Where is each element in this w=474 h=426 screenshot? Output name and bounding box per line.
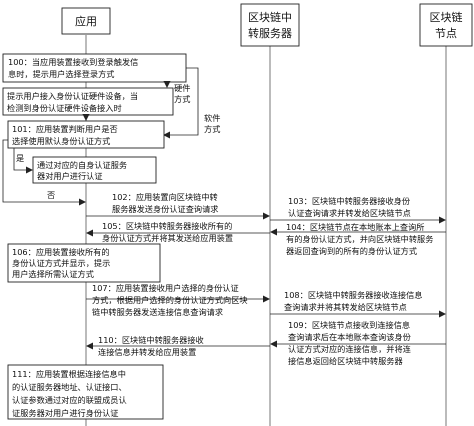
step-107-line: 方式，根据用户选择的身份认证方式向区块 [92, 295, 248, 305]
node-header: 区块链 节点 [419, 3, 473, 47]
step-106-line: 身份认证方式并显示，提示 [12, 258, 110, 268]
software-label: 方式 [204, 124, 220, 134]
step-104-line: 104：区块链节点在本地账本上查询所 [286, 222, 424, 232]
step-102-line: 服务器发送身份认证查询请求 [112, 204, 218, 214]
hardware-label: 方式 [174, 94, 190, 104]
step-106-box: 106：应用装置接收所有的 身份认证方式并显示，提示 用户选择所需认证方式 [7, 243, 161, 283]
yes-arrow [13, 148, 33, 174]
step-111-box: 111：应用装置根据连接信息中 的认证服务器地址、认证接口、 认证参数通过对应的… [7, 364, 164, 420]
step-yes-line: 通过对应的自身认证服务 [37, 160, 127, 170]
software-label: 软件 [204, 113, 220, 123]
step-107-line: 链中转服务器发送连接信息查询请求 [92, 307, 223, 317]
yes-label: 是 [16, 153, 24, 163]
step-107-line: 107：应用装置接收用户选择的身份认证 [92, 283, 239, 293]
step-108-line: 查询请求并将其转发给区块链节点 [284, 302, 407, 312]
step-111-line: 认证参数通过对应的联盟成员认 [12, 395, 127, 405]
step-hardware-box: 提示用户接入身份认证硬件设备，当 检测到身份认证硬件设备接入时 [2, 87, 174, 116]
step-109-line: 认证方式对应的连接信息，并将连 [288, 344, 411, 354]
step-110-line: 连接信息并转发给应用装置 [98, 347, 196, 357]
step-hardware-line: 提示用户接入身份认证硬件设备，当 [7, 91, 138, 101]
step-hardware-line: 检测到身份认证硬件设备接入时 [7, 103, 122, 113]
step-106-line: 106：应用装置接收所有的 [12, 247, 110, 257]
node-header-line2: 节点 [435, 27, 457, 40]
hardware-label: 硬件 [174, 83, 190, 93]
step-111-line: 的认证服务器地址、认证接口、 [12, 382, 127, 392]
software-arrow [163, 67, 199, 139]
app-header: 应用 [61, 7, 111, 35]
node-header-line1: 区块链 [430, 10, 463, 24]
step-101-box: 101：应用装置判断用户是否 选择使用默认身份认证方式 [7, 120, 165, 149]
step-100-line: 100：当应用装置接收到登录触发信 [8, 57, 138, 67]
step-101-line: 101：应用装置判断用户是否 [12, 124, 118, 134]
server-header: 区块链中 转服务器 [240, 3, 300, 47]
step-yes-line: 器对用户进行认证 [37, 171, 103, 181]
step-106-line: 用户选择所需认证方式 [12, 269, 94, 279]
no-label: 否 [47, 190, 55, 200]
step-103-line: 认证查询请求并转发给区块链节点 [288, 208, 411, 218]
step-104-line: 有的身份认证方式，并向区块链中转服务 [286, 234, 433, 244]
step-103-line: 103：区块链中转服务器接收身份 [288, 196, 410, 206]
server-header-line1: 区块链中 [248, 10, 292, 24]
step-111-line: 证服务器对用户进行身份认证 [12, 408, 118, 418]
server-header-line2: 转服务器 [248, 26, 292, 40]
step-109-line: 接信息返回给区块链中转服务器 [288, 356, 403, 366]
step-105-line: 105：区块链中转服务器接收所有的 [102, 221, 232, 231]
step-100-box: 100：当应用装置接收到登录触发信 息时，提示用户选择登录方式 [2, 53, 187, 83]
step-102-line: 102：应用装置向区块链中转 [112, 192, 218, 202]
step-109-line: 109：区块链节点接收到连接信息 [288, 320, 410, 330]
step-101-line: 选择使用默认身份认证方式 [12, 136, 110, 146]
step-110-line: 110：区块链中转服务器接收 [98, 335, 204, 345]
step-104-line: 器返回查询到的所有的身份认证方式 [286, 246, 417, 256]
step-111-line: 111：应用装置根据连接信息中 [12, 369, 126, 379]
no-arrow [2, 139, 86, 206]
app-header-label: 应用 [75, 14, 97, 28]
step-108-line: 108：区块链中转服务器接收连接信息 [284, 290, 422, 300]
step-100-line: 息时，提示用户选择登录方式 [8, 69, 114, 79]
step-yes-box: 通过对应的自身认证服务 器对用户进行认证 [32, 156, 157, 184]
step-109-line: 查询请求后在本地账本查询该身份 [288, 332, 411, 342]
step-105-line: 身份认证方式并将其发送给应用装置 [102, 233, 233, 243]
